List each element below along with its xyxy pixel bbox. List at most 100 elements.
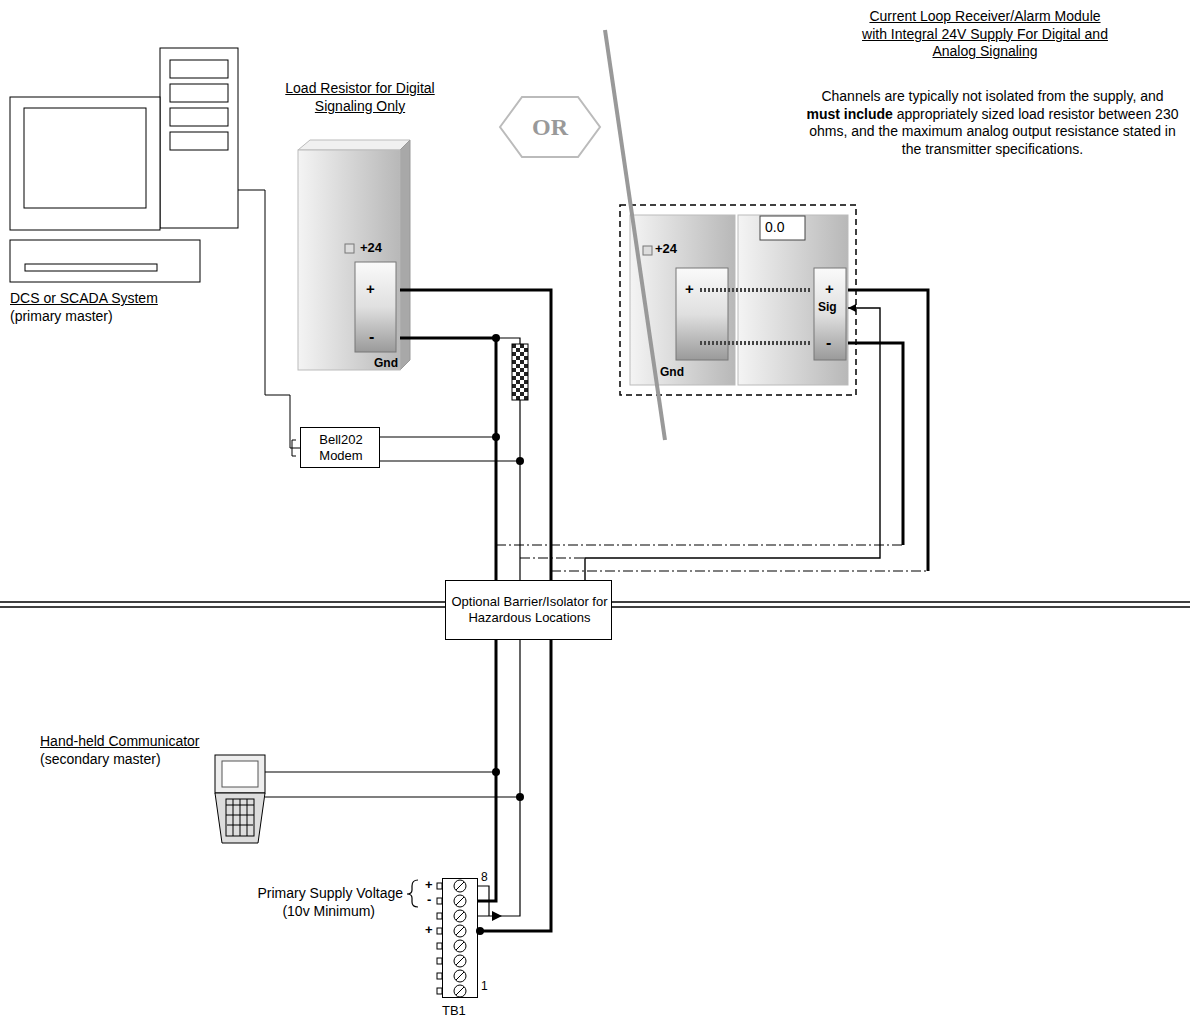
label-text: (primary master) (10, 308, 113, 326)
signal-wire (519, 400, 520, 580)
keypad-grid (240, 799, 241, 836)
computer-monitor (10, 97, 160, 230)
wire-connector (585, 308, 880, 580)
note-paragraph: Channels are typically not isolated from… (805, 88, 1180, 158)
wire-connector (478, 640, 496, 901)
drive-bay (170, 108, 228, 126)
barrier-box: Optional Barrier/Isolator for Hazardous … (445, 580, 612, 640)
module-side (400, 140, 410, 370)
label-text: Primary Supply Voltage (155, 885, 403, 903)
alternate-wire (551, 570, 928, 571)
node-text: +24 (360, 240, 382, 256)
label-text: + (425, 877, 433, 893)
label-text: - (427, 892, 431, 908)
label-text: + (425, 922, 433, 938)
display-window (760, 216, 805, 240)
load-resistor (512, 344, 528, 400)
voltage-brace (407, 880, 418, 907)
junction-dot (516, 793, 524, 801)
drive-bay (170, 132, 228, 150)
receiver-negative-wire (848, 343, 903, 545)
terminal-block: 81TB1 (442, 878, 478, 998)
keypad-grid (226, 799, 254, 836)
node-text: Sig (818, 300, 837, 314)
screw-slot (456, 987, 464, 995)
negative-wire (400, 338, 496, 580)
status-led (345, 244, 354, 253)
screw-slot (456, 882, 464, 890)
hazard-boundary (612, 601, 1190, 603)
node-text: - (369, 327, 374, 346)
junction-dot (492, 433, 500, 441)
signal-arrowhead (492, 911, 502, 921)
communicator-body (215, 755, 265, 793)
node-text: 0.0 (765, 219, 784, 236)
computer-cable (238, 190, 300, 448)
screw-slot (456, 942, 464, 950)
node-text: OR (503, 113, 597, 142)
label-text: Channels are typically not isolated from… (821, 88, 1163, 104)
drive-bay (170, 60, 228, 78)
terminal-screw (454, 910, 466, 922)
or-hexagon: OR (498, 95, 602, 159)
receiver-channel-module: 0.0 + Sig - (738, 215, 848, 385)
screw-slot (456, 897, 464, 905)
status-led (643, 246, 652, 255)
label-text: Current Loop Receiver/Alarm Module with … (860, 8, 1110, 61)
node-text: TB1 (442, 1003, 466, 1019)
node-text: Bell202 Modem (306, 432, 376, 463)
divider-line (605, 30, 665, 440)
node-text: + (825, 280, 834, 298)
node-text: +24 (655, 241, 677, 257)
hazard-boundary (0, 601, 445, 603)
label-text: DCS or SCADA System (10, 290, 158, 308)
screw-slot (456, 912, 464, 920)
junction-dot (492, 334, 500, 342)
module-top (298, 140, 410, 150)
keyboard-slot (25, 264, 157, 271)
label-text: Load Resistor for Digital Signaling Only (282, 80, 438, 115)
terminal-slot (355, 262, 396, 352)
node-text: 1 (481, 979, 488, 993)
screw-slot (456, 927, 464, 935)
node-text: Gnd (660, 365, 684, 379)
terminal-screw (454, 970, 466, 982)
communicator-wire (265, 771, 496, 772)
keypad-grid (226, 799, 254, 836)
junction-dot (516, 457, 524, 465)
terminal-screw (454, 985, 466, 997)
node-text: + (685, 280, 694, 298)
screw-slot (456, 972, 464, 980)
wire-connector (400, 290, 551, 580)
terminal-screw (454, 925, 466, 937)
label-text: Hand-held Communicator (40, 733, 200, 751)
node-text: - (826, 333, 831, 352)
hexagon-outline (500, 97, 600, 157)
signal-wire (478, 640, 520, 916)
receiver-positive-wire (848, 290, 928, 571)
receiver-channel-module (738, 215, 848, 385)
node-text: 8 (481, 870, 488, 884)
receiver-supply-module: +24 + Gnd (630, 215, 735, 385)
drive-bay (170, 84, 228, 102)
monitor-screen (24, 108, 146, 208)
modem-wire (380, 436, 496, 437)
label-text: must include (807, 106, 893, 122)
keypad-grid (247, 799, 248, 836)
modem-box: Bell202 Modem (300, 427, 380, 468)
hazard-boundary (0, 606, 445, 608)
communicator-keypad (215, 793, 265, 843)
modem-wire (380, 460, 520, 461)
label-text: (secondary master) (40, 751, 161, 769)
terminal-slot (676, 268, 728, 360)
computer-tower (160, 48, 238, 228)
terminal-screw (454, 955, 466, 967)
internal-link (700, 288, 812, 292)
terminal-screw (454, 895, 466, 907)
communicator-screen (222, 761, 258, 787)
node-text: + (366, 280, 375, 298)
internal-link (700, 341, 812, 345)
power-supply-module (298, 150, 400, 370)
keyboard (10, 240, 200, 282)
power-supply-module: +24+-Gnd (298, 150, 400, 370)
